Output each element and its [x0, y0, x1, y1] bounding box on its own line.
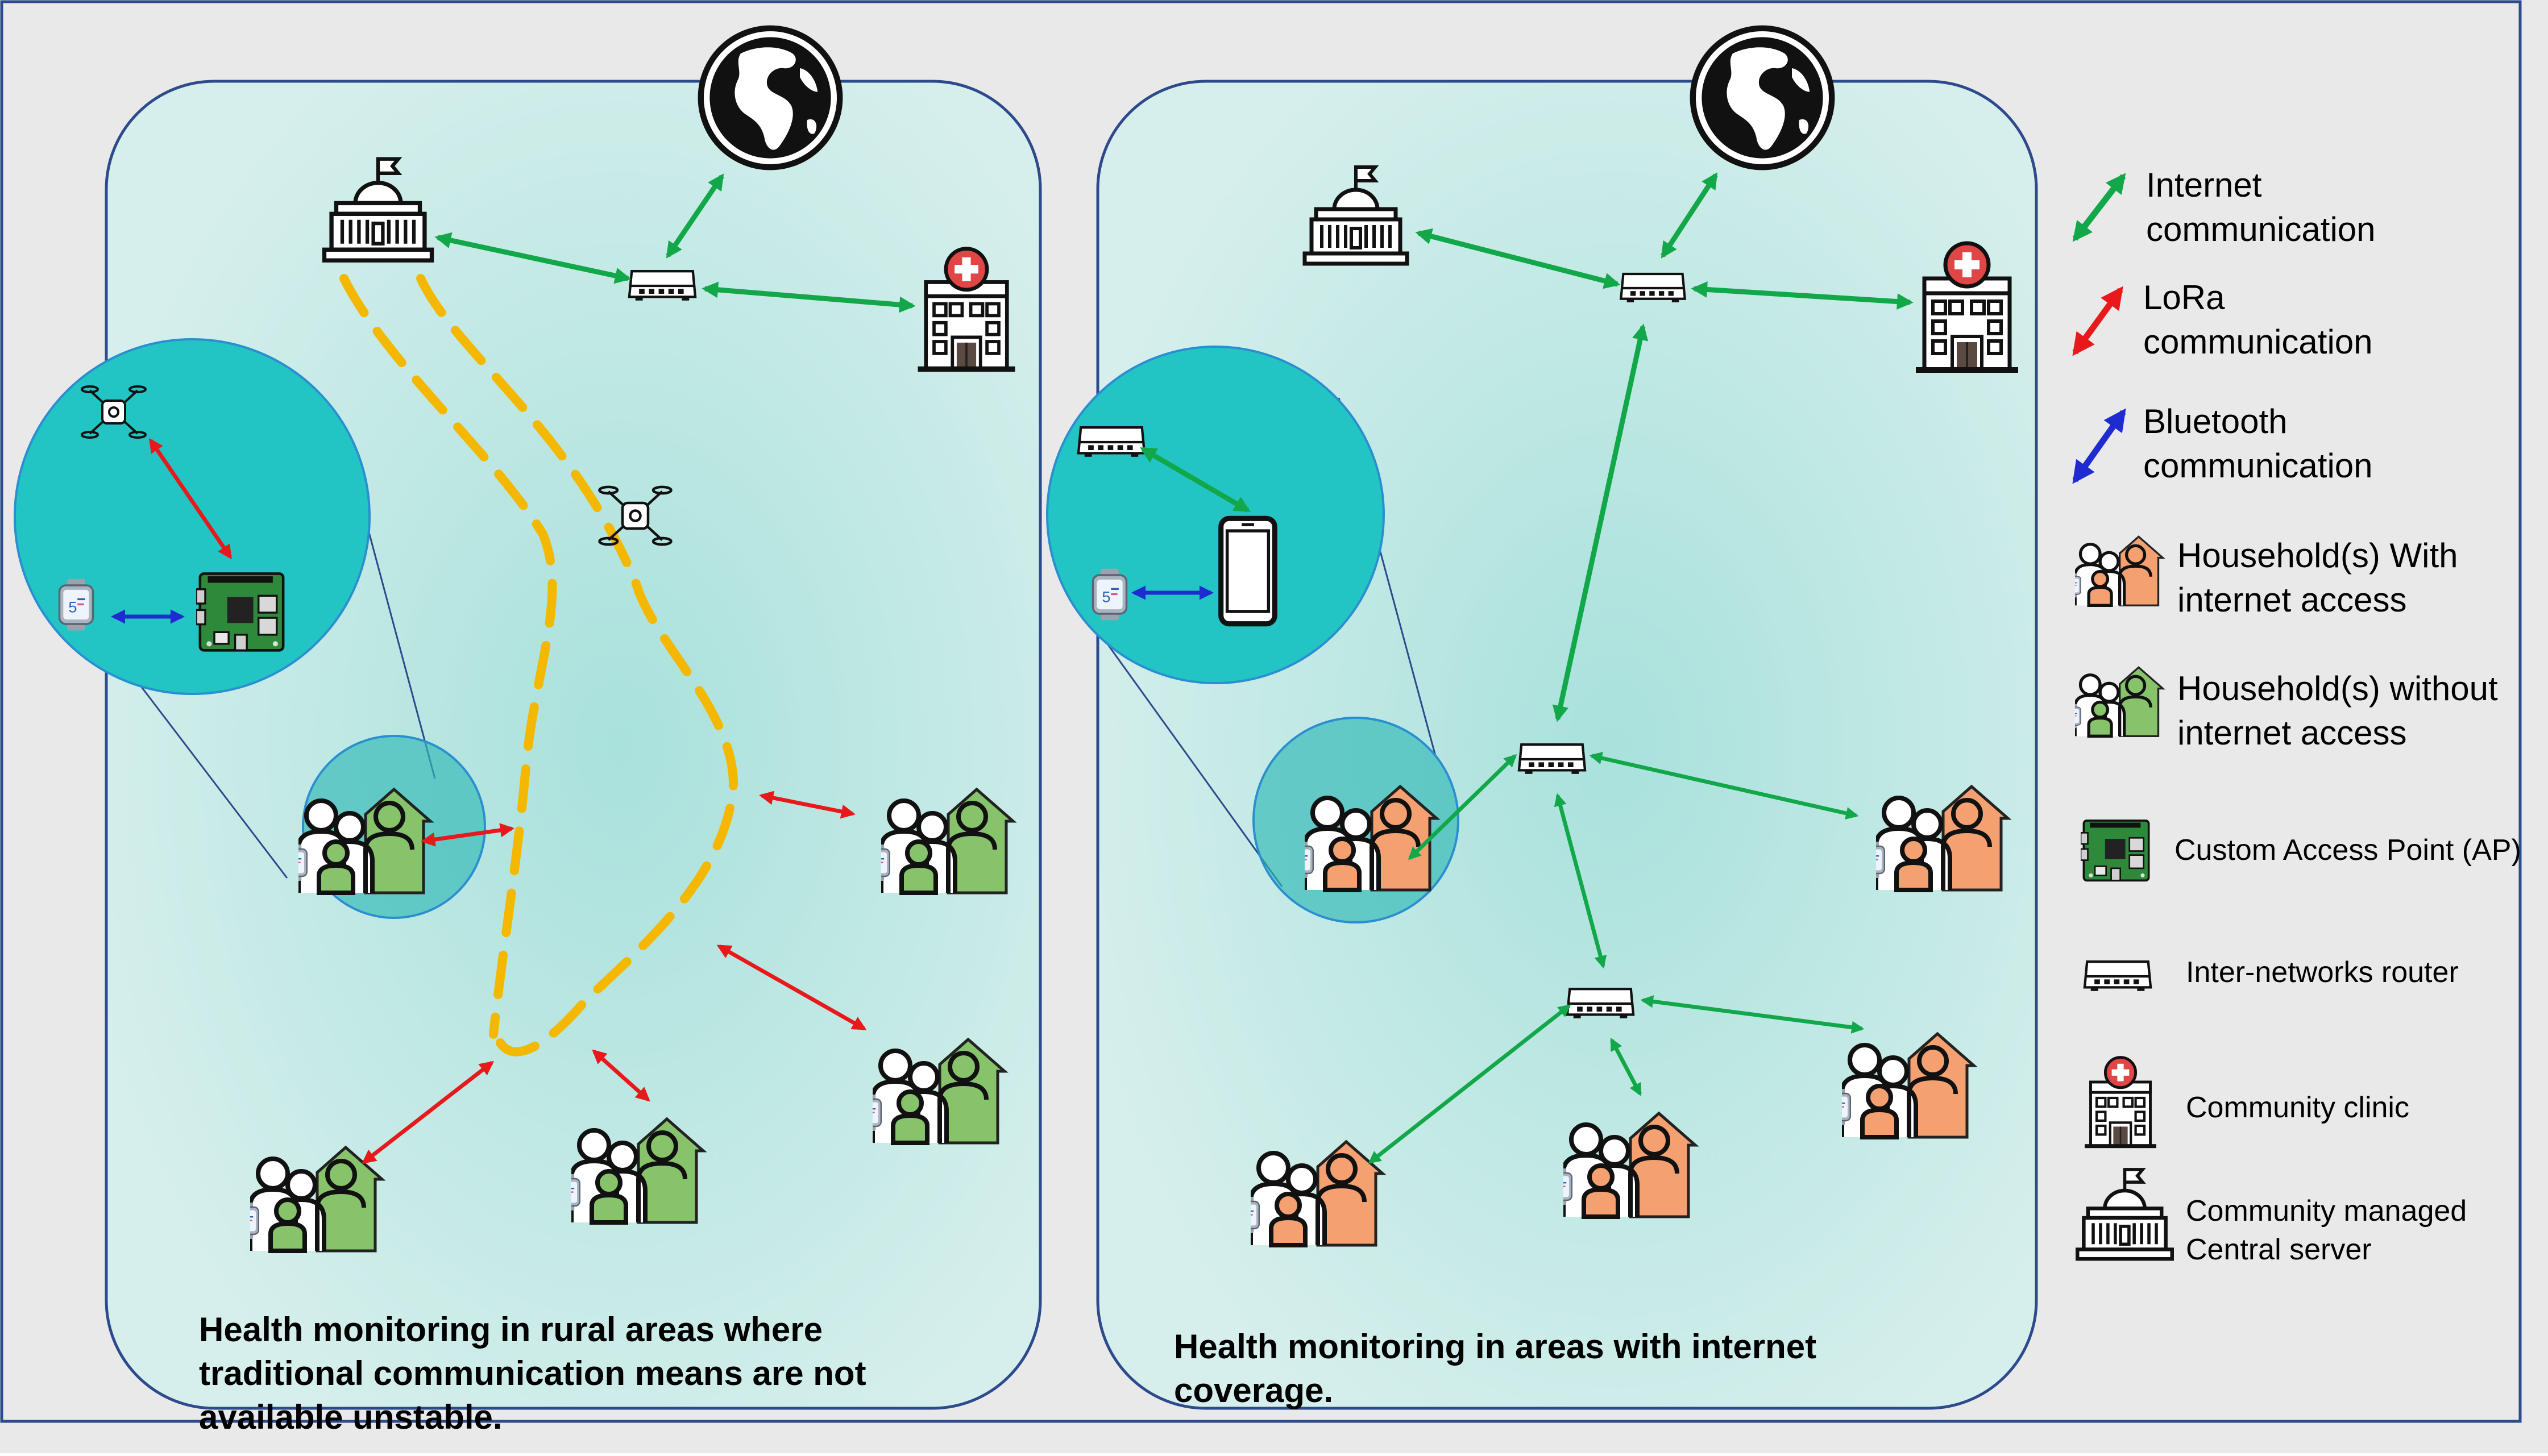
legend-label: Community managed — [2186, 1195, 2467, 1228]
internet-link-arrow — [1609, 1038, 1642, 1096]
outer-frame — [0, 0, 2522, 1423]
legend-label: communication — [2143, 447, 2373, 485]
legend-label: Household(s) With — [2177, 536, 2458, 575]
legend-label: internet access — [2177, 714, 2407, 752]
internet-globe-icon — [1693, 28, 1832, 167]
legend-label: communication — [2143, 323, 2373, 361]
zoom-circle — [14, 338, 371, 695]
legend-label: Community clinic — [2186, 1091, 2409, 1124]
internet-link-arrow — [702, 281, 916, 313]
internet-link-arrow — [1640, 995, 1865, 1034]
internet-link-arrow — [1415, 228, 1621, 289]
internet-link-arrow — [1140, 447, 1251, 513]
left-panel — [105, 80, 1042, 1410]
router-icon — [629, 271, 695, 301]
internet-link-arrow — [1552, 323, 1649, 722]
internet-link-arrow — [1589, 752, 1859, 819]
left-diagram: Health monitoring in rural areas where t… — [14, 28, 1015, 1436]
smartphone-icon — [1221, 518, 1275, 623]
lora-link-arrow — [421, 823, 514, 847]
internet-link-arrow — [1408, 754, 1517, 860]
lora-link-arrow — [759, 791, 856, 819]
internet-globe-icon — [701, 28, 840, 167]
left-caption-line: traditional communication means are not — [199, 1354, 866, 1392]
access-point-icon — [2081, 819, 2150, 882]
right-caption-line: Health monitoring in areas with internet — [1174, 1328, 1816, 1366]
legend-label: internet access — [2177, 581, 2407, 619]
smartwatch-icon — [58, 579, 94, 631]
legend-label: Central server — [2186, 1233, 2372, 1266]
dirt-road-path — [339, 274, 557, 1039]
left-caption-line: available unstable. — [199, 1398, 503, 1436]
legend-label: Household(s) without — [2177, 669, 2498, 708]
legend-internet-arrow — [2072, 173, 2126, 242]
smartwatch-icon — [1092, 568, 1128, 621]
right-diagram: Health monitoring in areas with internet… — [1046, 28, 2018, 1409]
legend-label: Internet — [2146, 166, 2262, 204]
internet-link-arrow — [1691, 281, 1914, 310]
router-icon — [1519, 744, 1585, 774]
internet-link-arrow — [1661, 172, 1718, 259]
access-point-icon — [196, 573, 283, 650]
router-icon — [2085, 962, 2151, 991]
dirt-road-path — [416, 274, 738, 1056]
internet-link-arrow — [1554, 793, 1607, 969]
legend: Internet communication LoRa communicatio… — [2072, 166, 2521, 1266]
legend-label: LoRa — [2143, 278, 2225, 317]
right-caption-line: coverage. — [1174, 1371, 1333, 1409]
router-icon — [1621, 274, 1685, 302]
zoom-circle — [1046, 346, 1385, 684]
internet-link-arrow — [434, 232, 632, 284]
legend-bluetooth-arrow — [2072, 408, 2126, 484]
lora-link-arrow — [716, 944, 867, 1031]
internet-link-arrow — [1368, 1004, 1571, 1164]
legend-lora-arrow — [2072, 286, 2123, 356]
router-icon — [1567, 989, 1633, 1018]
legend-label: Custom Access Point (AP) — [2174, 834, 2521, 867]
legend-label: communication — [2146, 210, 2376, 248]
legend-label: Inter-networks router — [2186, 956, 2459, 989]
legend-label: Bluetooth — [2143, 402, 2288, 440]
lora-link-arrow — [592, 1049, 650, 1102]
internet-link-arrow — [666, 173, 724, 259]
router-icon — [1078, 427, 1144, 457]
left-caption-line: Health monitoring in rural areas where — [199, 1311, 823, 1349]
lora-link-arrow — [362, 1060, 494, 1164]
lora-link-arrow — [149, 438, 232, 560]
